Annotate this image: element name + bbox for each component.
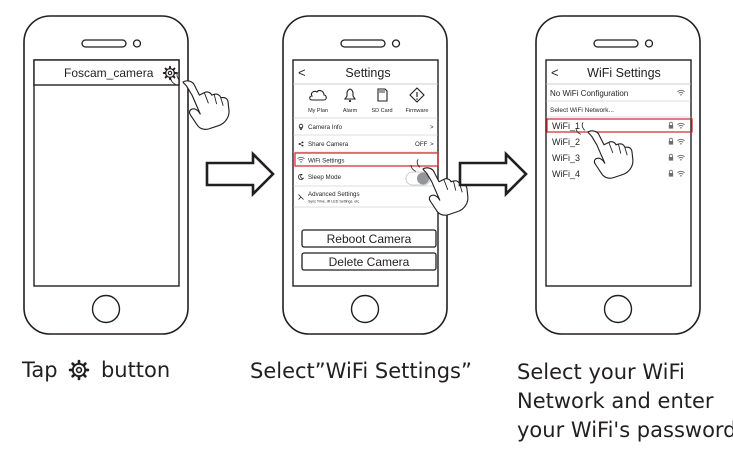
menu-sub-advanced-settings: Sync Time, IR LED Settings, etc. <box>308 200 360 204</box>
current-network-row[interactable]: No WiFi Configuration <box>546 89 691 102</box>
location-icon <box>298 123 304 131</box>
icon-label-my-plan: My Plan <box>308 108 328 114</box>
menu-label-camera-info: Camera Info <box>308 124 343 131</box>
moon-icon <box>298 173 305 180</box>
network-row-wifi-3[interactable]: WiFi_3 <box>552 153 686 163</box>
firmware-icon[interactable] <box>409 87 425 103</box>
wifi-settings-title: WiFi Settings <box>587 66 661 80</box>
icon-label-sd-card: SD Card <box>371 108 392 114</box>
reboot-camera-button[interactable]: Reboot Camera <box>301 229 437 248</box>
network-row-wifi-1[interactable]: WiFi_1 <box>546 118 693 133</box>
menu-row-wifi-settings[interactable]: WiFi Settings <box>294 152 439 167</box>
caption-step-3: Select your WiFi Network and enter your … <box>517 358 733 445</box>
menu-chevron: > <box>430 142 434 148</box>
network-row-wifi-2[interactable]: WiFi_2 <box>552 137 686 147</box>
arrow-right-icon <box>458 152 528 196</box>
menu-chevron: > <box>430 125 434 131</box>
settings-title: Settings <box>345 66 390 80</box>
caption-step-1-tap: Tap <box>22 358 58 382</box>
delete-camera-label: Delete Camera <box>329 255 410 269</box>
camera-header-bar[interactable] <box>33 59 180 86</box>
network-row-wifi-4[interactable]: WiFi_4 <box>552 169 686 179</box>
icon-label-alarm: Alarm <box>343 108 358 114</box>
menu-row-advanced-settings[interactable]: Advanced Settings Sync Time, IR LED Sett… <box>293 191 438 208</box>
reboot-camera-label: Reboot Camera <box>327 232 412 246</box>
share-icon <box>298 141 304 147</box>
phone-step-3: < WiFi Settings No WiFi Configuration Se… <box>535 15 701 335</box>
cloud-icon[interactable] <box>309 90 327 101</box>
menu-label-sleep-mode: Sleep Mode <box>308 174 342 181</box>
caption-step-1-button: button <box>100 358 171 382</box>
sliders-icon <box>298 194 304 200</box>
menu-label-advanced-settings: Advanced Settings <box>308 191 360 198</box>
sd-card-icon[interactable] <box>377 88 388 102</box>
menu-row-sleep-mode[interactable]: Sleep Mode <box>293 171 438 187</box>
network-name: WiFi_3 <box>552 153 580 163</box>
back-chevron[interactable]: < <box>298 65 306 80</box>
network-name: WiFi_1 <box>552 121 580 131</box>
delete-camera-button[interactable]: Delete Camera <box>301 252 437 271</box>
caption-step-3-line-1: Select your WiFi <box>517 360 685 384</box>
camera-name: Foscam_camera <box>64 66 154 80</box>
icon-label-firmware: Firmware <box>406 108 429 114</box>
sleep-mode-toggle[interactable] <box>405 171 431 186</box>
network-name: WiFi_4 <box>552 169 580 179</box>
back-chevron[interactable]: < <box>551 65 559 80</box>
caption-step-2: Select”WiFi Settings” <box>250 359 472 383</box>
caption-step-3-line-3: your WiFi's password <box>517 418 733 442</box>
phone-step-2: < Settings My Plan Alarm SD Card Firmwar… <box>282 15 469 335</box>
menu-row-camera-info[interactable]: Camera Info > <box>293 123 438 136</box>
menu-label-wifi-settings: WiFi Settings <box>308 158 344 165</box>
caption-step-1: Tap button <box>22 356 170 385</box>
wifi-1-highlight <box>546 118 693 133</box>
gear-icon <box>68 359 90 381</box>
wifi-settings-highlight <box>294 152 439 167</box>
current-network-label: No WiFi Configuration <box>550 89 628 98</box>
network-name: WiFi_2 <box>552 137 580 147</box>
phone-step-1: Foscam_camera <box>23 15 230 335</box>
bell-icon[interactable] <box>343 88 357 103</box>
menu-label-share-camera: Share Camera <box>308 141 349 148</box>
menu-row-share-camera[interactable]: Share Camera OFF > <box>293 141 438 153</box>
arrow-right-icon <box>205 152 275 196</box>
caption-step-3-line-2: Network and enter <box>517 389 714 413</box>
menu-value-share: OFF <box>415 141 428 148</box>
select-network-label: Select WiFi Network... <box>550 107 614 114</box>
